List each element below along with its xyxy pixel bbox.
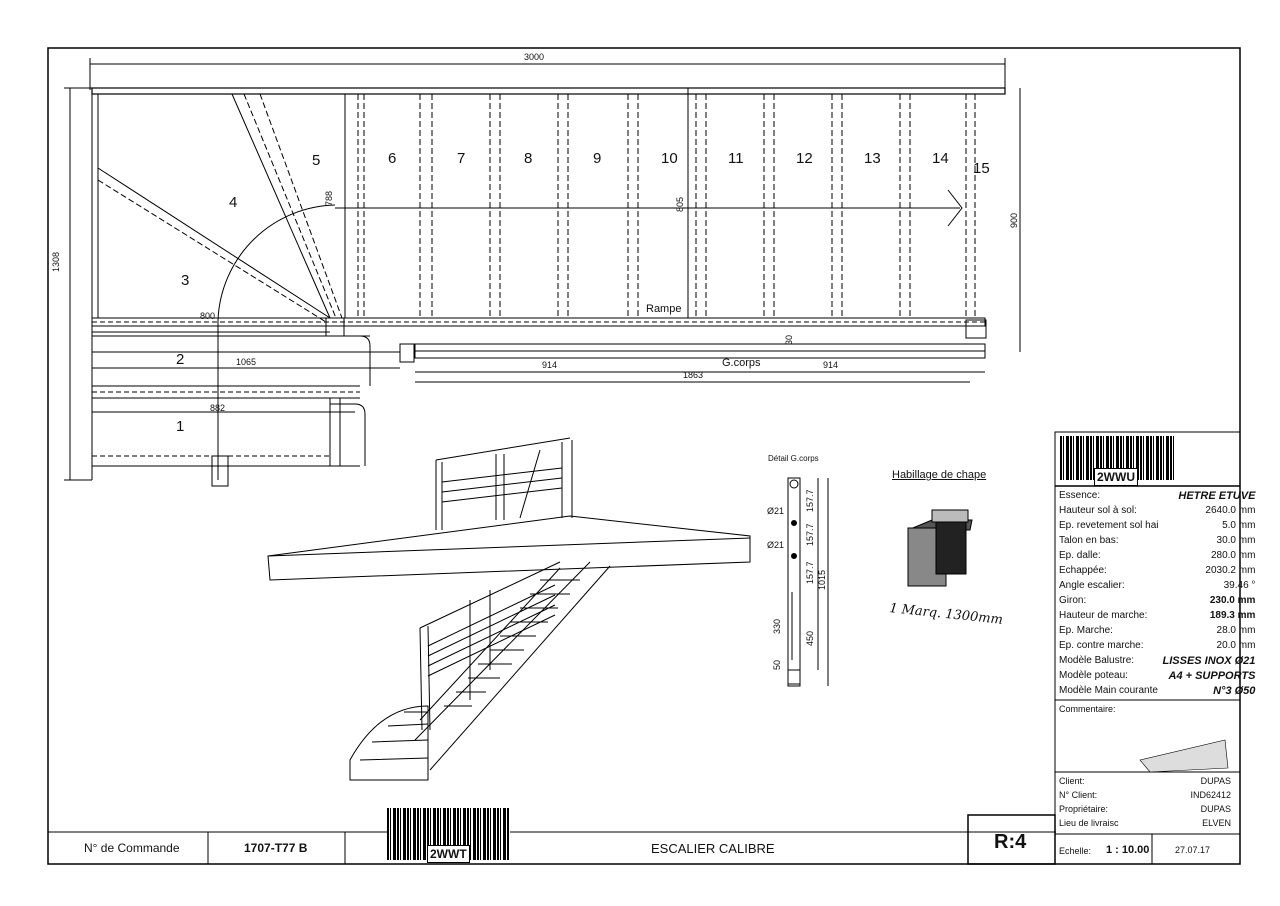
spec-row: Angle escalier:39.46 ° (1059, 580, 1256, 591)
step-number: 1 (176, 418, 185, 435)
dim-1065: 1065 (236, 357, 257, 367)
dim-788: 788 (324, 190, 334, 206)
detail-dim: 50 (772, 659, 782, 670)
spec-row: Ep. contre marche:20.0 mm (1059, 640, 1256, 651)
client-table: Client:DUPAS N° Client:IND62412 Propriét… (1057, 774, 1233, 830)
order-label: N° de Commande (84, 841, 180, 855)
spec-row: Talon en bas:30.0 mm (1059, 535, 1256, 546)
spec-row: Ep. dalle:280.0 mm (1059, 550, 1256, 561)
barcode-bottom-label: 2WWT (427, 845, 470, 863)
step-number: 14 (932, 150, 949, 167)
step-number: 10 (661, 150, 678, 167)
spec-table: Essence:HETRE ETUVE Hauteur sol à sol:26… (1057, 488, 1257, 698)
client-row: Propriétaire:DUPAS (1059, 804, 1231, 814)
detail-dim: 1015 (817, 569, 827, 590)
rampe-label: Rampe (646, 303, 682, 315)
detail-gcorps-drawing (787, 477, 829, 687)
dim-depth-left: 1308 (51, 251, 61, 272)
dim-total-length: 3000 (524, 52, 545, 62)
step-number: 6 (388, 150, 397, 167)
scale-value: 1 : 10.00 (1106, 844, 1150, 856)
scale-label: Echelle: (1059, 846, 1092, 856)
habillage-drawing (907, 509, 973, 587)
detail-dim: Ø21 (767, 540, 785, 550)
step-number: 7 (457, 150, 466, 167)
step-number: 15 (973, 160, 990, 177)
detail-dim: 157.7 (805, 523, 815, 546)
comment-label: Commentaire: (1059, 704, 1116, 714)
client-row: Client:DUPAS (1059, 776, 1231, 786)
step-number: 13 (864, 150, 881, 167)
dim-914-a: 914 (542, 360, 558, 370)
step-number: 2 (176, 351, 185, 368)
date-value: 27.07.17 (1175, 845, 1211, 855)
drawing-title: ESCALIER CALIBRE (651, 841, 775, 856)
step-number: 5 (312, 152, 321, 169)
habillage-title: Habillage de chape (892, 469, 987, 481)
client-row: N° Client:IND62412 (1059, 790, 1231, 800)
order-value: 1707-T77 B (244, 841, 308, 855)
step-number: 8 (524, 150, 533, 167)
spec-row: Modèle Balustre:LISSES INOX Ø21 (1059, 654, 1256, 667)
detail-dim: 450 (805, 630, 815, 646)
spec-row: Hauteur de marche:189.3 mm (1059, 610, 1256, 621)
stair-3d-view (267, 437, 751, 781)
dim-805: 805 (675, 196, 685, 212)
barcode-top-label: 2WWU (1094, 468, 1138, 486)
spec-row: Ep. Marche:28.0 mm (1059, 625, 1256, 636)
spec-row: Essence:HETRE ETUVE (1059, 489, 1256, 502)
detail-dim: 157.7 (805, 561, 815, 584)
spec-row: Modèle poteau:A4 + SUPPORTS (1059, 669, 1256, 682)
gcorps-label: G.corps (722, 357, 761, 369)
dim-depth-right: 900 (1009, 212, 1019, 228)
detail-dim: 157.7 (805, 489, 815, 512)
dim-1863: 1863 (683, 370, 704, 380)
detail-dim: Ø21 (767, 506, 785, 516)
detail-title: Détail G.corps (768, 454, 819, 463)
spec-row: Giron:230.0 mm (1059, 595, 1256, 606)
revision-label: R:4 (994, 831, 1027, 853)
step-number: 4 (229, 194, 238, 211)
spec-row: Hauteur sol à sol:2640.0 mm (1059, 505, 1256, 516)
dim-882: 882 (210, 403, 226, 413)
step-number: 3 (181, 272, 190, 289)
dim-914-b: 914 (823, 360, 839, 370)
dim-30: 30 (784, 334, 794, 345)
step-number: 11 (728, 150, 744, 167)
step-number: 12 (796, 150, 813, 167)
spec-row: Echappée:2030.2 mm (1059, 565, 1256, 576)
detail-dim: 330 (772, 618, 782, 634)
dim-800: 800 (200, 311, 216, 321)
plan-view (64, 58, 1021, 487)
step-number: 9 (593, 150, 602, 167)
